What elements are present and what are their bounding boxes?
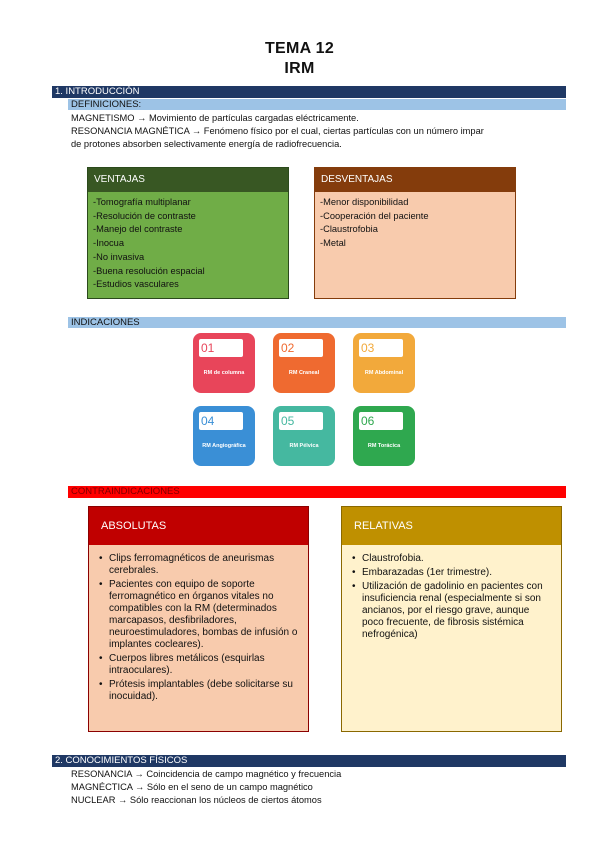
tile-label: RM Abdominal: [364, 370, 404, 376]
tile-rm-columna: 01 RM de columna: [193, 333, 255, 393]
tile-label: RM Angiográfica: [202, 443, 246, 449]
ventajas-title: VENTAJAS: [88, 168, 288, 192]
list-item: Cuerpos libres metálicos (esquirlas intr…: [99, 653, 300, 677]
tile-number: 01: [199, 339, 243, 357]
ventajas-list: Tomografía multiplanar Resolución de con…: [88, 192, 288, 296]
physics-line: RESONANCIA → Coincidencia de campo magné…: [71, 769, 342, 779]
list-item: Embarazadas (1er trimestre).: [352, 567, 553, 579]
definition-line: RESONANCIA MAGNÉTICA → Fenómeno físico p…: [71, 126, 484, 136]
tile-number: 02: [279, 339, 323, 357]
desventajas-list: Menor disponibilidad Cooperación del pac…: [315, 192, 515, 255]
relativas-box: RELATIVAS Claustrofobia. Embarazadas (1e…: [341, 506, 562, 732]
list-item: Tomografía multiplanar: [93, 196, 283, 210]
physics-line: NUCLEAR → Sólo reaccionan los núcleos de…: [71, 795, 322, 805]
list-item: Utilización de gadolinio en pacientes co…: [352, 581, 553, 641]
list-item: Inocua: [93, 237, 283, 251]
tile-number: 05: [279, 412, 323, 430]
relativas-list: Claustrofobia. Embarazadas (1er trimestr…: [342, 545, 561, 651]
tile-number: 03: [359, 339, 403, 357]
tile-rm-abdominal: 03 RM Abdominal: [353, 333, 415, 393]
tile-label: RM Pélvica: [289, 443, 319, 449]
list-item: Buena resolución espacial: [93, 265, 283, 279]
absolutas-box: ABSOLUTAS Clips ferromagnéticos de aneur…: [88, 506, 309, 732]
indicaciones-bar: INDICACIONES: [68, 317, 566, 328]
list-item: Resolución de contraste: [93, 210, 283, 224]
relativas-title: RELATIVAS: [342, 507, 561, 545]
list-item: Prótesis implantables (debe solicitarse …: [99, 679, 300, 703]
tile-rm-craneal: 02 RM Craneal: [273, 333, 335, 393]
list-item: Estudios vasculares: [93, 278, 283, 292]
doc-title-line2: IRM: [284, 60, 315, 77]
section-conocimientos-bar: 2. CONOCIMIENTOS FÍSICOS: [52, 755, 566, 767]
tile-rm-pelvica: 05 RM Pélvica: [273, 406, 335, 466]
tile-label: RM de columna: [203, 370, 245, 376]
list-item: Claustrofobia.: [352, 553, 553, 565]
tile-number: 04: [199, 412, 243, 430]
list-item: Pacientes con equipo de soporte ferromag…: [99, 579, 300, 651]
definiciones-bar: DEFINICIONES:: [68, 99, 566, 110]
list-item: Claustrofobia: [320, 223, 510, 237]
tile-rm-toracica: 06 RM Torácica: [353, 406, 415, 466]
definition-line: de protones absorben selectivamente ener…: [71, 139, 342, 149]
doc-title-line1: TEMA 12: [264, 40, 335, 57]
tile-label: RM Torácica: [367, 443, 401, 449]
list-item: Cooperación del paciente: [320, 210, 510, 224]
absolutas-list: Clips ferromagnéticos de aneurismas cere…: [89, 545, 308, 713]
tile-label: RM Craneal: [288, 370, 320, 376]
absolutas-title: ABSOLUTAS: [89, 507, 308, 545]
definition-line: MAGNETISMO → Movimiento de partículas ca…: [71, 113, 359, 123]
desventajas-title: DESVENTAJAS: [315, 168, 515, 192]
list-item: Manejo del contraste: [93, 223, 283, 237]
list-item: No invasiva: [93, 251, 283, 265]
contraindicaciones-bar: CONTRAINDICACIONES: [68, 486, 566, 498]
desventajas-box: DESVENTAJAS Menor disponibilidad Coopera…: [314, 167, 516, 299]
list-item: Menor disponibilidad: [320, 196, 510, 210]
list-item: Clips ferromagnéticos de aneurismas cere…: [99, 553, 300, 577]
ventajas-box: VENTAJAS Tomografía multiplanar Resoluci…: [87, 167, 289, 299]
physics-line: MAGNÉCTICA → Sólo en el seno de un campo…: [71, 782, 313, 792]
list-item: Metal: [320, 237, 510, 251]
tile-number: 06: [359, 412, 403, 430]
tile-rm-angiografica: 04 RM Angiográfica: [193, 406, 255, 466]
section-introduccion-bar: 1. INTRODUCCIÓN: [52, 86, 566, 98]
